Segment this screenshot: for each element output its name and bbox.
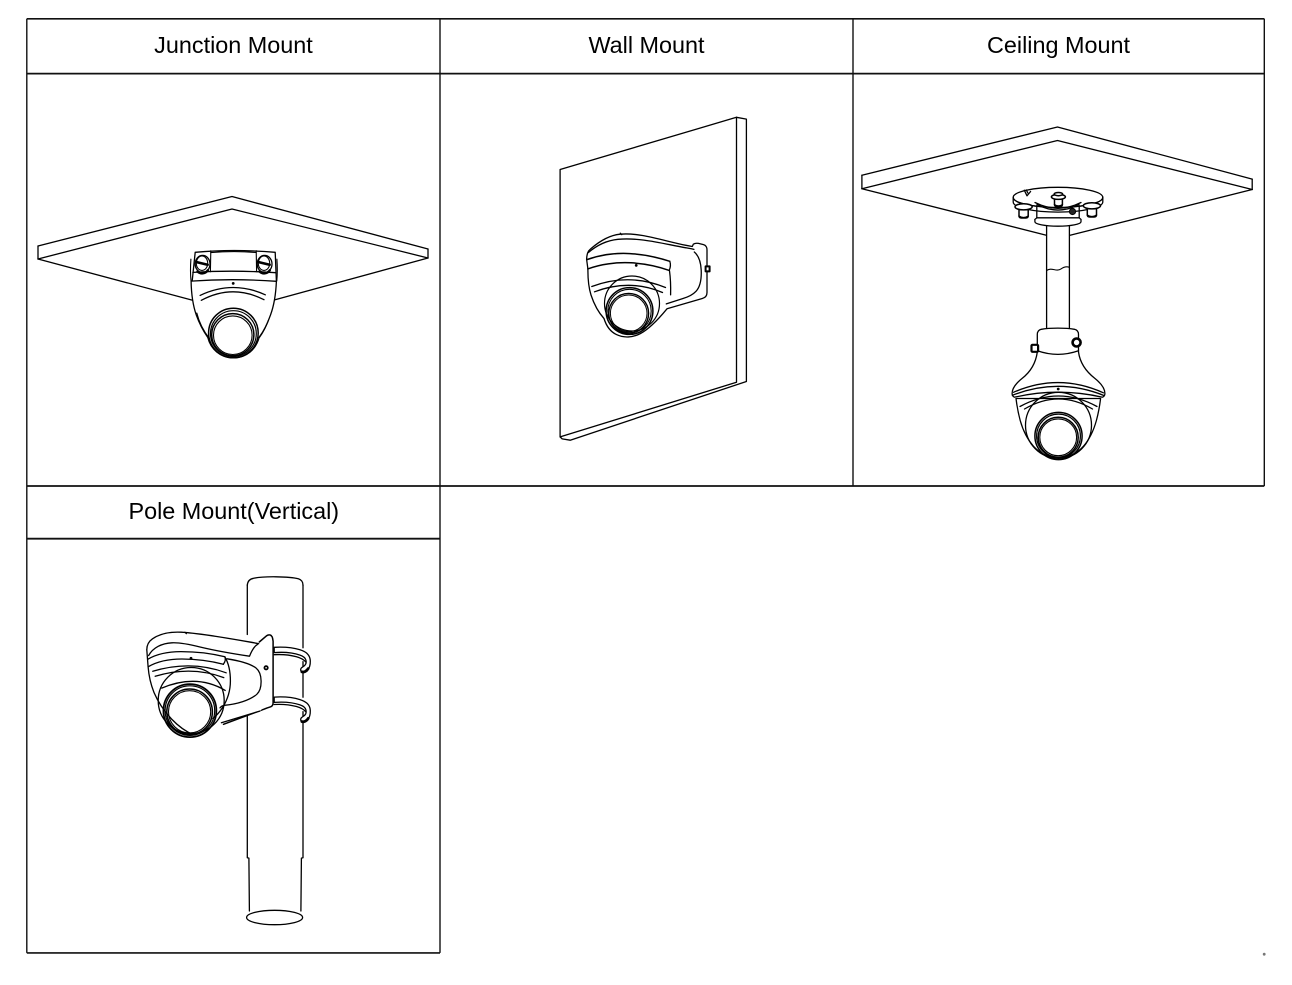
svg-text:Wall Mount: Wall Mount [588, 32, 705, 58]
svg-text:Ceiling Mount: Ceiling Mount [987, 32, 1131, 58]
svg-text:Pole Mount(Vertical): Pole Mount(Vertical) [128, 498, 339, 524]
svg-text:Junction Mount: Junction Mount [154, 32, 313, 58]
